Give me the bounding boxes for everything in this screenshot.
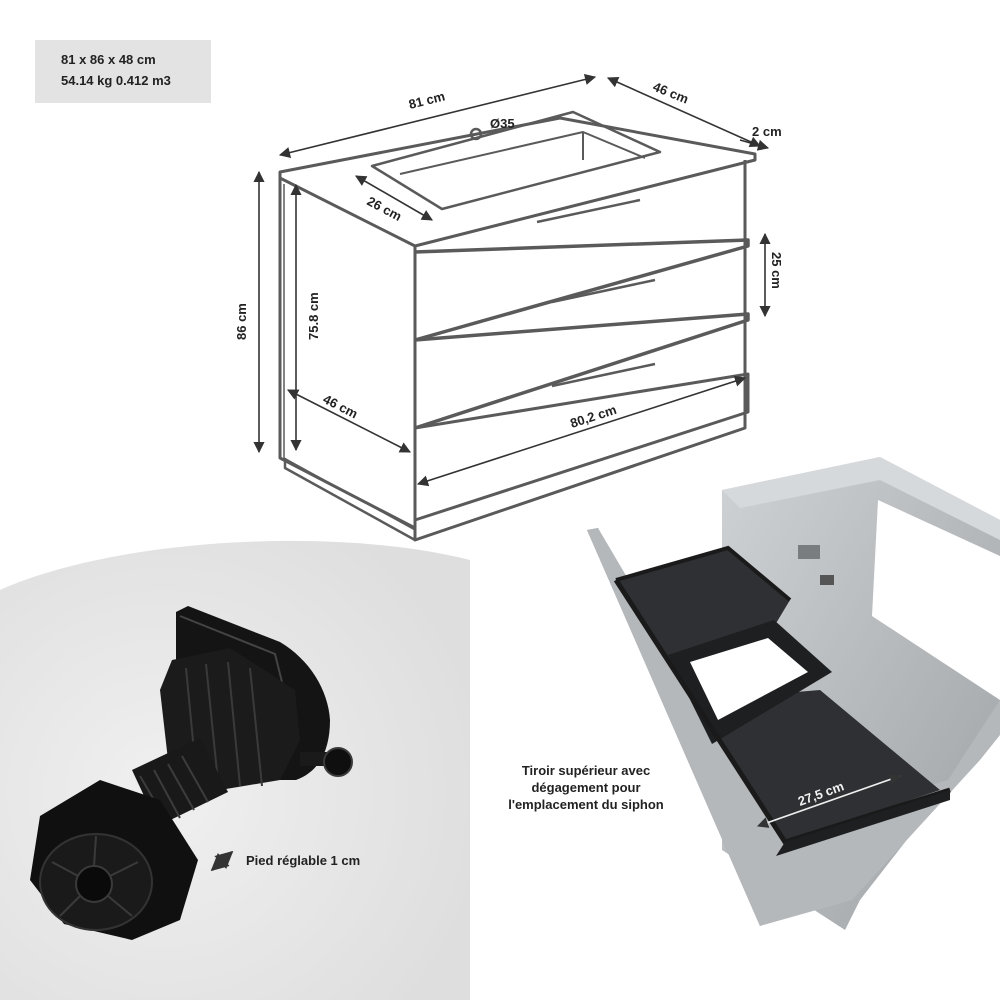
cabinet-drawing [278,110,757,542]
dim-hole-diameter: Ø35 [490,116,515,131]
spec-box: 81 x 86 x 48 cm 54.14 kg 0.412 m3 [35,40,211,103]
caption-drawer: Tiroir supérieur avec dégagement pour l'… [496,762,676,813]
dim-width-top: 81 cm [407,88,446,111]
dim-height-cabinet: 75.8 cm [306,292,321,340]
drawer-3 [414,372,750,522]
drawer-2 [414,312,750,430]
caption-drawer-line2: dégagement pour [531,780,641,795]
dim-depth-top: 46 cm [651,79,691,107]
dimension-lines [253,73,771,487]
caption-drawer-line1: Tiroir supérieur avec [521,763,651,778]
handle-top [536,198,641,224]
dim-basin-depth: 26 cm [365,193,405,224]
dim-top-thickness: 2 cm [752,124,782,139]
dim-drawer-height: 25 cm [769,252,784,289]
drawer-1 [414,238,750,342]
spec-weight-volume: 54.14 kg 0.412 m3 [61,73,171,88]
handle-1 [551,278,656,304]
dim-height-total: 86 cm [234,303,249,340]
spec-dimensions: 81 x 86 x 48 cm [61,52,156,67]
adjustable-foot-photo [30,606,353,940]
drawer-inner-dim-line [756,774,902,828]
caption-foot: Pied réglable 1 cm [246,853,361,868]
caption-drawer-line3: l'emplacement du siphon [508,797,664,812]
drawer-photo: 27,5 cm [587,457,1000,930]
foot-adjust-arrows [210,850,234,872]
